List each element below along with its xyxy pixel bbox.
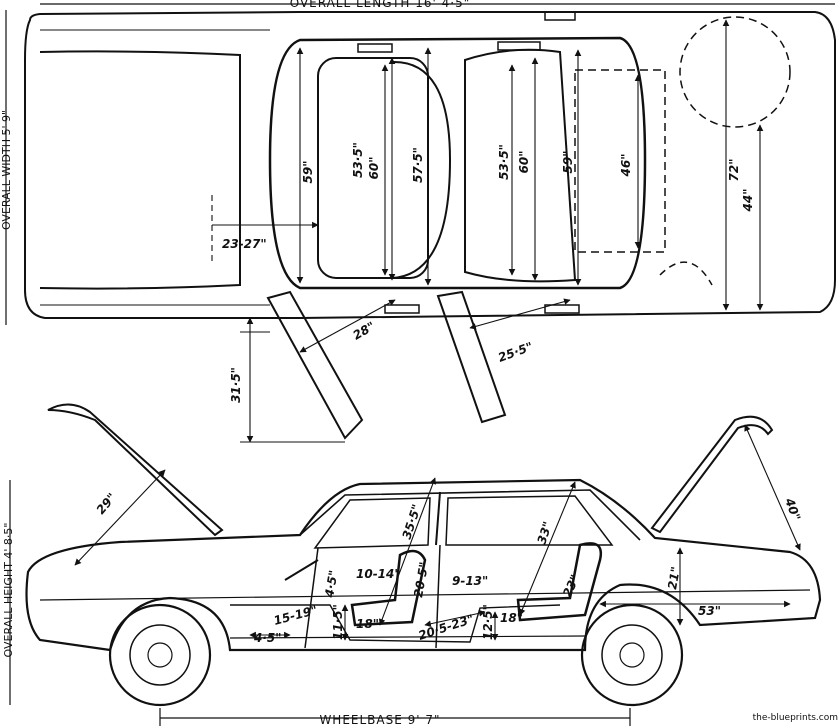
plan-roof-outline [268, 36, 647, 290]
plan-body-outline [24, 11, 836, 319]
dim-25-5: 25·5" [496, 339, 534, 364]
side-rear-wheel [580, 603, 684, 707]
overall-height-label: OVERALL HEIGHT 4' 8·5" [2, 523, 15, 658]
dim-59-front: 59" [301, 161, 315, 184]
dim-18-a: 18" [356, 617, 379, 631]
side-door-cut-front [435, 544, 441, 649]
plan-hood-line [39, 50, 241, 290]
side-view: OVERALL HEIGHT 4' 8·5" WHEELBASE 9' 7" [2, 403, 838, 726]
dim-23-27: 23-27" [222, 237, 267, 251]
plan-wheel-well [659, 261, 713, 286]
side-steering [284, 559, 319, 581]
side-rear-seat [516, 542, 603, 622]
plan-handle-2 [497, 41, 541, 51]
side-open-hood [47, 403, 224, 537]
dim-18-b: 18" [500, 611, 523, 625]
dim-9-13: 9-13" [452, 574, 488, 588]
side-open-trunk [650, 415, 774, 534]
side-door-cut-a [304, 547, 319, 649]
dim-57-5: 57·5" [411, 147, 425, 183]
dim-20-5-23: 20·5-23" [417, 612, 476, 643]
dim-33: 33" [535, 520, 555, 546]
plan-view: OVERALL LENGTH 16' 4·5" OVERALL WIDTH 5'… [0, 0, 836, 443]
dim-35-5: 35·5" [400, 502, 424, 540]
plan-trunk-space [574, 69, 666, 253]
dim-72: 72" [727, 159, 741, 182]
dim-53-5-rear: 53·5" [497, 144, 511, 180]
dim-53-5-front: 53·5" [351, 142, 365, 178]
plan-front-door-open [266, 290, 364, 440]
dim-4-5-b: 4·5" [253, 631, 282, 645]
dim-53: 53" [698, 604, 721, 618]
dim-60-front: 60" [367, 157, 381, 180]
wheelbase-label: WHEELBASE 9' 7" [319, 713, 440, 726]
dim-23-a: 23" [560, 573, 582, 600]
side-front-wheel [108, 603, 212, 707]
plan-spare-tire [679, 16, 791, 128]
plan-rear-door-open [436, 290, 507, 424]
overall-width-label: OVERALL WIDTH 5' 9" [0, 110, 13, 230]
plan-front-seatback [391, 60, 452, 279]
dim-59-rear: 59" [561, 151, 575, 174]
dim-21: 21" [665, 565, 683, 590]
dim-29: 29" [94, 490, 119, 517]
plan-handle-5 [544, 304, 580, 314]
dim-12-5: 12·5" [481, 604, 495, 640]
plan-handle-1 [357, 43, 393, 53]
side-greenhouse [299, 489, 641, 541]
dim-46: 46" [619, 154, 633, 178]
side-rear-window [445, 495, 614, 546]
plan-handle-4 [384, 304, 420, 314]
side-floor [230, 604, 561, 643]
side-rocker [229, 635, 586, 639]
dim-4-5-a: 4·5" [322, 569, 341, 600]
dim-44: 44" [741, 189, 755, 213]
dim-31-5: 31·5" [229, 367, 243, 403]
overall-length-label: OVERALL LENGTH 16' 4·5" [290, 0, 471, 10]
dim-11-5: 11·5" [331, 604, 345, 640]
dim-15-19: 15-19" [272, 603, 319, 628]
side-window-pillar-b [435, 491, 441, 546]
dim-40: 40" [782, 495, 803, 522]
dim-20-5-a: 20·5" [411, 561, 431, 599]
plan-handle-3 [544, 11, 576, 21]
watermark: the-blueprints.com [753, 713, 838, 723]
dim-10-14: 10-14" [356, 567, 401, 581]
dim-60-rear: 60" [517, 151, 531, 174]
